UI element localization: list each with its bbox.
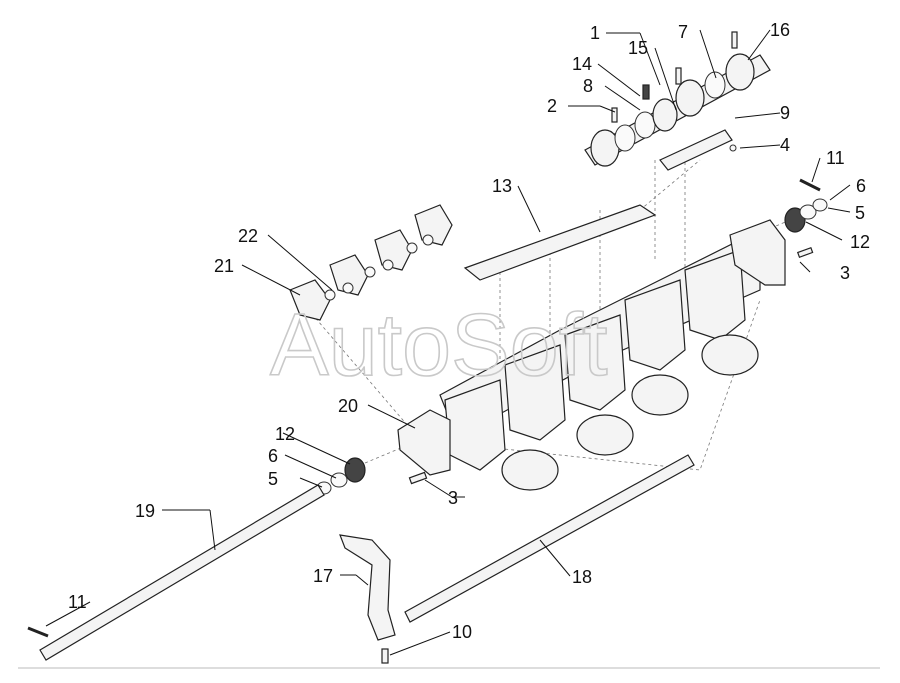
frame-assembly [439, 239, 761, 491]
callout-7: 7 [678, 22, 688, 42]
callout-22: 22 [238, 226, 258, 246]
callout-5: 5 [268, 469, 278, 489]
roller [501, 334, 759, 491]
lever [339, 534, 396, 641]
pin-right [799, 178, 821, 192]
callout-9: 9 [780, 103, 790, 123]
callout-13: 13 [492, 176, 512, 196]
bearing-set-right [784, 198, 828, 233]
side-plate-right [729, 219, 786, 286]
side-plate-left [397, 409, 451, 476]
callout-16: 16 [770, 20, 790, 40]
callout-3: 3 [448, 488, 458, 508]
bearing-set-left [316, 457, 366, 495]
callout-2: 2 [547, 96, 557, 116]
callout-4: 4 [780, 135, 790, 155]
callout-15: 15 [628, 38, 648, 58]
callout-10: 10 [452, 622, 472, 642]
callout-12: 12 [275, 424, 295, 444]
pin-left [27, 626, 49, 638]
cam-row [289, 204, 453, 321]
callout-3: 3 [840, 263, 850, 283]
bracket-strip [463, 129, 733, 281]
callout-1: 1 [590, 23, 600, 43]
callout-14: 14 [572, 54, 592, 74]
callout-5: 5 [855, 203, 865, 223]
callout-21: 21 [214, 256, 234, 276]
leader-lines [45, 29, 851, 656]
callout-19: 19 [135, 501, 155, 521]
callout-12: 12 [850, 232, 870, 252]
callout-8: 8 [583, 76, 593, 96]
callout-11: 11 [826, 148, 845, 168]
bolt [408, 246, 814, 485]
callout-6: 6 [268, 446, 278, 466]
long-shaft [39, 484, 325, 661]
callout-6: 6 [856, 176, 866, 196]
frame-plate [444, 249, 746, 471]
rod [404, 454, 695, 623]
small-pin [381, 648, 389, 664]
callout-20: 20 [338, 396, 358, 416]
small-washer [729, 144, 737, 152]
callouts: 1 2 3 3 4 5 5 6 6 7 8 9 10 11 11 12 12 1… [68, 20, 870, 642]
callout-17: 17 [313, 566, 333, 586]
callout-11: 11 [68, 592, 87, 612]
callout-18: 18 [572, 567, 592, 587]
gear-cluster [584, 31, 771, 167]
watermark: AutoSoft [270, 295, 608, 394]
